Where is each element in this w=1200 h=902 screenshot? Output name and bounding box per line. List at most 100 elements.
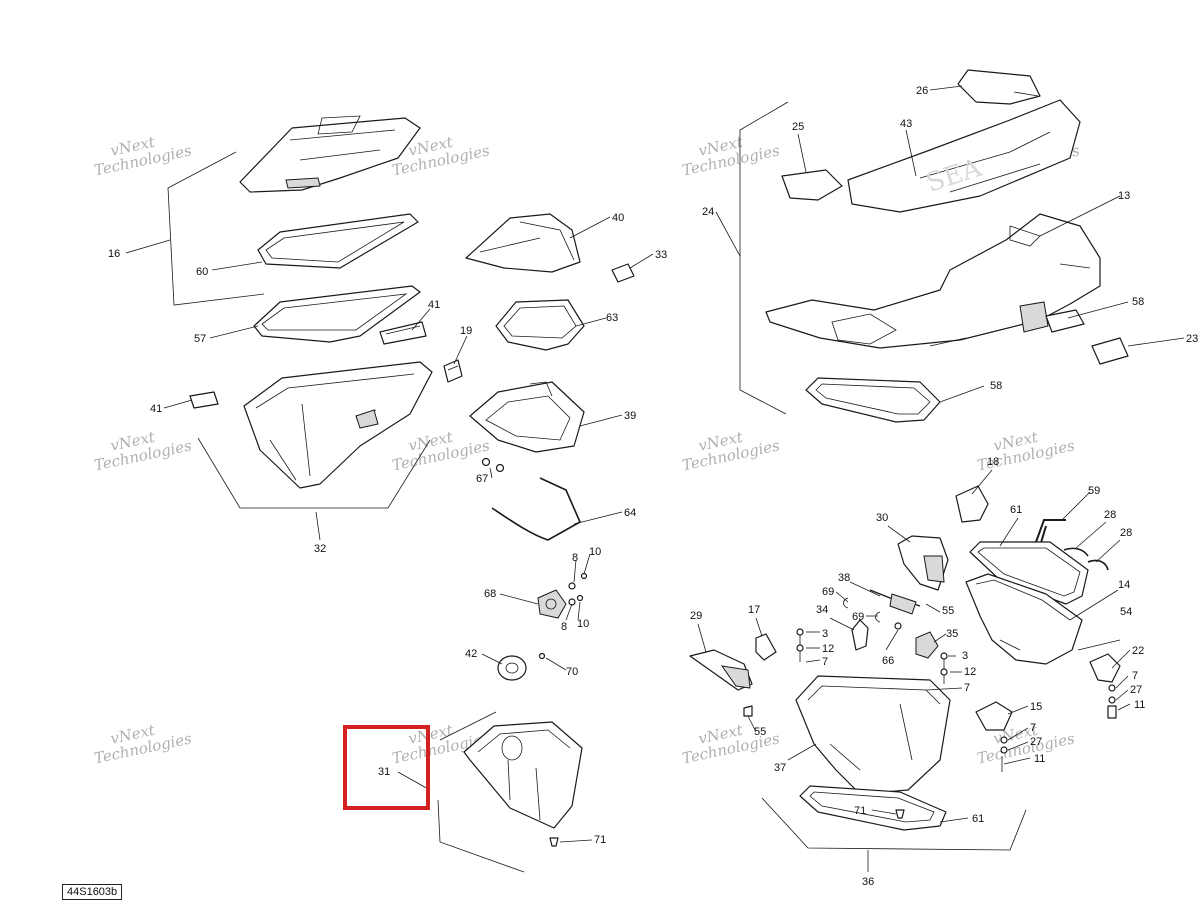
callout-64[interactable]: 64 bbox=[624, 507, 636, 519]
callout-61[interactable]: 61 bbox=[1010, 504, 1022, 516]
callout-38[interactable]: 38 bbox=[838, 572, 850, 584]
part-bracket-35[interactable] bbox=[915, 631, 939, 659]
callout-55[interactable]: 55 bbox=[754, 726, 766, 738]
callout-3[interactable]: 3 bbox=[962, 650, 968, 662]
callout-27[interactable]: 27 bbox=[1030, 736, 1042, 748]
part-pad-26[interactable] bbox=[957, 69, 1041, 105]
callout-11[interactable]: 11 bbox=[1134, 699, 1145, 711]
part-bracket-18[interactable] bbox=[955, 485, 989, 523]
callout-41[interactable]: 41 bbox=[150, 403, 162, 415]
callout-68[interactable]: 68 bbox=[484, 588, 496, 600]
part-pad-25[interactable] bbox=[781, 169, 843, 201]
part-storage-cup-31[interactable] bbox=[463, 721, 583, 829]
part-gasket-63[interactable] bbox=[495, 299, 585, 351]
part-screw-66[interactable] bbox=[894, 622, 902, 630]
callout-55[interactable]: 55 bbox=[942, 605, 954, 617]
part-cover-29[interactable] bbox=[689, 649, 753, 691]
part-latch-34[interactable] bbox=[851, 619, 869, 651]
callout-12[interactable]: 12 bbox=[822, 643, 834, 655]
callout-69[interactable]: 69 bbox=[822, 586, 834, 598]
part-clip-33[interactable] bbox=[611, 263, 635, 283]
callout-28[interactable]: 28 bbox=[1120, 527, 1132, 539]
part-latch-41b[interactable] bbox=[189, 391, 219, 409]
part-cover-40[interactable] bbox=[465, 213, 581, 273]
callout-24[interactable]: 24 bbox=[702, 206, 714, 218]
part-gasket-60[interactable] bbox=[257, 213, 419, 269]
part-deck-mat-43[interactable]: SEA bbox=[847, 99, 1081, 213]
callout-70[interactable]: 70 bbox=[566, 666, 578, 678]
callout-36[interactable]: 36 bbox=[862, 876, 874, 888]
part-knob-42[interactable] bbox=[497, 655, 527, 681]
callout-39[interactable]: 39 bbox=[624, 410, 636, 422]
callout-25[interactable]: 25 bbox=[792, 121, 804, 133]
callout-57[interactable]: 57 bbox=[194, 333, 206, 345]
callout-58[interactable]: 58 bbox=[990, 380, 1002, 392]
callout-18[interactable]: 18 bbox=[987, 456, 999, 468]
part-frame-39[interactable] bbox=[469, 381, 585, 453]
part-clip-69a[interactable] bbox=[843, 597, 849, 609]
part-clip-69b[interactable] bbox=[875, 611, 881, 623]
callout-35[interactable]: 35 bbox=[946, 628, 958, 640]
callout-63[interactable]: 63 bbox=[606, 312, 618, 324]
callout-42[interactable]: 42 bbox=[465, 648, 477, 660]
callout-71[interactable]: 71 bbox=[854, 805, 866, 817]
part-bracket-15[interactable] bbox=[975, 701, 1013, 731]
callout-33[interactable]: 33 bbox=[655, 249, 667, 261]
callout-34[interactable]: 34 bbox=[816, 604, 828, 616]
callout-7[interactable]: 7 bbox=[1030, 722, 1036, 734]
part-lid-top[interactable] bbox=[239, 115, 421, 193]
part-storage-bin-32[interactable] bbox=[243, 361, 433, 489]
callout-14[interactable]: 14 bbox=[1118, 579, 1130, 591]
callout-8[interactable]: 8 bbox=[572, 552, 578, 564]
part-fastener-71b[interactable] bbox=[895, 809, 905, 819]
part-deck-13[interactable] bbox=[765, 213, 1101, 349]
callout-15[interactable]: 15 bbox=[1030, 701, 1042, 713]
callout-16[interactable]: 16 bbox=[108, 248, 120, 260]
callout-41[interactable]: 41 bbox=[428, 299, 440, 311]
part-latch-41a[interactable] bbox=[379, 321, 427, 345]
callout-28[interactable]: 28 bbox=[1104, 509, 1116, 521]
part-pin-70[interactable] bbox=[538, 652, 546, 660]
callout-7[interactable]: 7 bbox=[822, 656, 828, 668]
callout-10[interactable]: 10 bbox=[589, 546, 601, 558]
callout-3[interactable]: 3 bbox=[822, 628, 828, 640]
part-hose-28[interactable] bbox=[1063, 547, 1109, 571]
callout-37[interactable]: 37 bbox=[774, 762, 786, 774]
part-fastener-71a[interactable] bbox=[549, 837, 559, 847]
part-screws-8-10[interactable] bbox=[568, 572, 588, 606]
callout-7[interactable]: 7 bbox=[1132, 670, 1138, 682]
callout-69[interactable]: 69 bbox=[852, 611, 864, 623]
part-bracket-17[interactable] bbox=[755, 633, 777, 661]
callout-31[interactable]: 31 bbox=[378, 766, 390, 778]
part-gasket-57[interactable] bbox=[253, 285, 421, 343]
part-knob-68[interactable] bbox=[537, 589, 567, 619]
callout-27[interactable]: 27 bbox=[1130, 684, 1142, 696]
callout-22[interactable]: 22 bbox=[1132, 645, 1144, 657]
callout-29[interactable]: 29 bbox=[690, 610, 702, 622]
callout-43[interactable]: 43 bbox=[900, 118, 912, 130]
callout-61[interactable]: 61 bbox=[972, 813, 984, 825]
callout-59[interactable]: 59 bbox=[1088, 485, 1100, 497]
part-fasteners-7-27-11[interactable] bbox=[1107, 684, 1117, 719]
callout-58[interactable]: 58 bbox=[1132, 296, 1144, 308]
part-gasket-58[interactable] bbox=[805, 377, 941, 423]
part-handle-58[interactable] bbox=[1045, 309, 1085, 333]
part-storage-bin-37[interactable] bbox=[795, 675, 951, 795]
part-cover-30[interactable] bbox=[897, 535, 949, 591]
callout-10[interactable]: 10 bbox=[577, 618, 589, 630]
part-spring-38[interactable] bbox=[869, 589, 921, 615]
callout-67[interactable]: 67 bbox=[476, 473, 488, 485]
callout-26[interactable]: 26 bbox=[916, 85, 928, 97]
callout-19[interactable]: 19 bbox=[460, 325, 472, 337]
callout-11[interactable]: 11 bbox=[1034, 753, 1045, 765]
callout-60[interactable]: 60 bbox=[196, 266, 208, 278]
part-fasteners-67[interactable] bbox=[481, 457, 505, 473]
callout-12[interactable]: 12 bbox=[964, 666, 976, 678]
part-gasket-61b[interactable] bbox=[799, 785, 947, 831]
part-strap-64[interactable] bbox=[491, 477, 582, 541]
callout-8[interactable]: 8 bbox=[561, 621, 567, 633]
part-hinge-19[interactable] bbox=[443, 359, 463, 383]
callout-7[interactable]: 7 bbox=[964, 682, 970, 694]
part-fastener-55b[interactable] bbox=[743, 705, 753, 717]
callout-32[interactable]: 32 bbox=[314, 543, 326, 555]
